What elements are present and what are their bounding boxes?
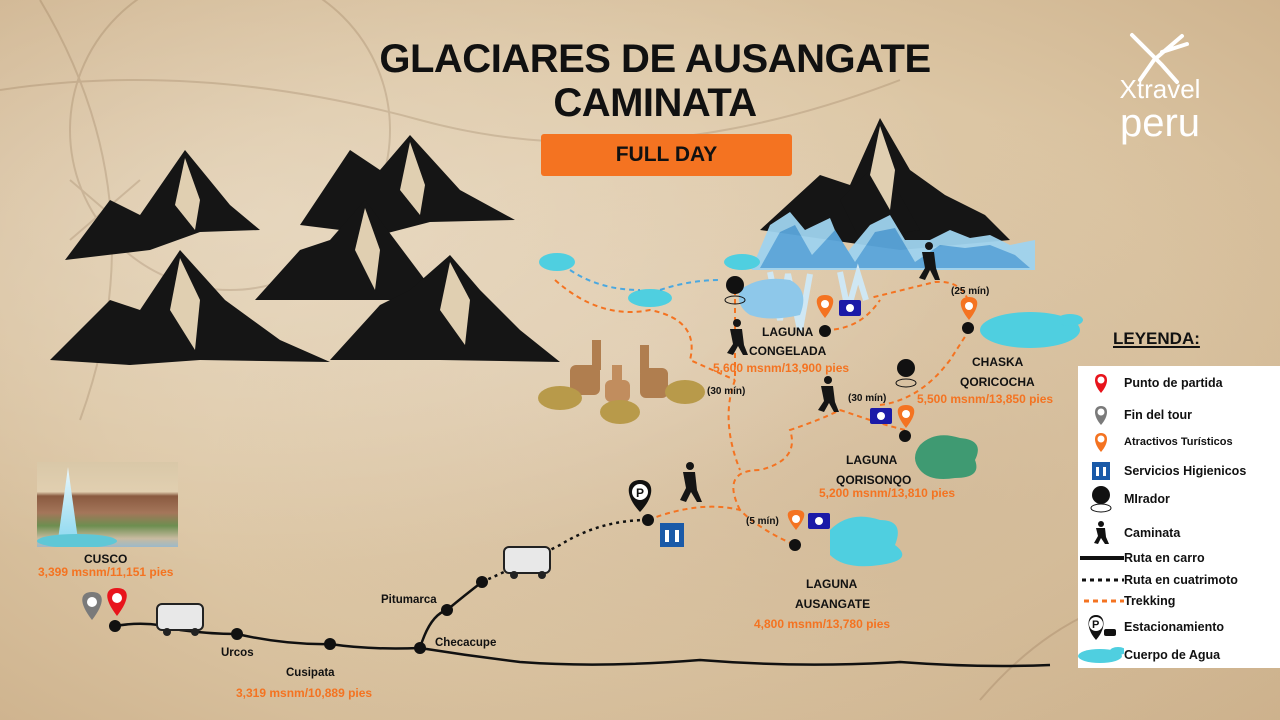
legend-item-hiking: Caminata bbox=[1078, 521, 1280, 545]
legend-item-parking: P Estacionamiento bbox=[1078, 613, 1280, 641]
hiker-icon bbox=[727, 319, 748, 355]
cusco-plaza-image bbox=[37, 462, 178, 547]
cusco-altitude: 3,399 msnm/11,151 pies bbox=[38, 565, 174, 579]
full-day-badge: FULL DAY bbox=[541, 134, 792, 176]
water-bodies bbox=[539, 253, 1083, 567]
pitumarca-label: Pitumarca bbox=[381, 594, 437, 606]
end-pin-icon bbox=[1078, 404, 1124, 426]
restroom-icon bbox=[1078, 462, 1124, 480]
attraction-pin-icon bbox=[787, 510, 805, 530]
hiker-icon bbox=[919, 242, 940, 280]
water-body-icon bbox=[1078, 646, 1124, 664]
cusco-label: CUSCO bbox=[84, 552, 128, 566]
laguna-congelada-altitude: 5,600 msnm/13,900 pies bbox=[713, 361, 850, 375]
laguna-qorisonqo-altitude: 5,200 msnm/13,810 pies bbox=[819, 486, 956, 500]
cusipata-label: Cusipata bbox=[286, 667, 335, 679]
lagoon-qorisonqo bbox=[915, 435, 978, 479]
laguna-qorisonqo-label-1: LAGUNA bbox=[846, 453, 898, 467]
laguna-ausangate-label-2: AUSANGATE bbox=[795, 597, 871, 611]
attraction-pin-icon bbox=[897, 405, 915, 428]
trekking-route bbox=[554, 279, 969, 546]
hiker-icon bbox=[1078, 521, 1124, 545]
chaska-qoricocha-label-1: CHASKA bbox=[972, 355, 1024, 369]
start-pin-icon bbox=[107, 588, 127, 616]
laguna-ausangate-altitude: 4,800 msnm/13,780 pies bbox=[754, 617, 891, 631]
van-icon bbox=[156, 603, 204, 636]
laguna-ausangate-label-1: LAGUNA bbox=[806, 577, 858, 591]
legend-item-restroom: Servicios Higienicos bbox=[1078, 460, 1280, 482]
hummingbird-icon bbox=[1130, 33, 1189, 84]
legend-item-water: Cuerpo de Agua bbox=[1078, 644, 1280, 666]
mountains-left bbox=[50, 135, 560, 365]
restroom-icon bbox=[660, 523, 684, 547]
checacupe-label: Checacupe bbox=[435, 637, 497, 649]
legend-item-viewpoint: MIrador bbox=[1078, 485, 1280, 513]
chaska-qoricocha-altitude: 5,500 msnm/13,850 pies bbox=[917, 392, 1054, 406]
laguna-ausangate-time: (5 mín) bbox=[746, 516, 779, 527]
attraction-pin-icon bbox=[960, 297, 978, 320]
logo-brand-top: Xtravel bbox=[1119, 74, 1201, 104]
viewpoint-icon bbox=[895, 359, 917, 388]
svg-text:P: P bbox=[636, 486, 644, 500]
laguna-qorisonqo-time: (30 mín) bbox=[848, 393, 887, 404]
urcos-label: Urcos bbox=[221, 647, 254, 659]
legend: Punto de partida Fin del tour Atractivos… bbox=[1078, 366, 1280, 668]
laguna-qorisonqo-label-2: QORISONQO bbox=[836, 473, 912, 487]
attraction-pin-icon bbox=[816, 295, 834, 318]
route-nodes bbox=[109, 322, 974, 654]
viewpoint-icon bbox=[724, 276, 746, 305]
laguna-congelada-label-2: CONGELADA bbox=[749, 344, 827, 358]
page-subtitle: CAMINATA bbox=[553, 81, 757, 125]
atv-route-icon bbox=[1078, 577, 1124, 583]
start-pin-icon bbox=[1078, 372, 1124, 394]
glaciers bbox=[752, 212, 1035, 331]
car-route-icon bbox=[1078, 555, 1124, 561]
legend-item-trekking: Trekking bbox=[1078, 590, 1280, 612]
svg-text:P: P bbox=[1092, 619, 1099, 631]
legend-item-car-route: Ruta en carro bbox=[1078, 547, 1280, 569]
viewpoint-icon bbox=[1078, 485, 1124, 513]
chaska-qoricocha-time: (25 mín) bbox=[951, 286, 990, 297]
hiker-icon bbox=[818, 376, 839, 412]
legend-item-atv-route: Ruta en cuatrimoto bbox=[1078, 569, 1280, 591]
laguna-congelada-time: (30 mín) bbox=[707, 386, 746, 397]
parking-icon: P bbox=[1078, 613, 1124, 641]
car-route bbox=[114, 622, 1051, 668]
attraction-pin-icon bbox=[1078, 431, 1124, 453]
legend-item-start: Punto de partida bbox=[1078, 372, 1280, 394]
trekking-route-icon bbox=[1078, 598, 1124, 604]
xtravel-logo: Xtravel peru bbox=[1100, 30, 1220, 145]
legend-item-attractions: Atractivos Turísticos bbox=[1078, 431, 1280, 453]
legend-item-end: Fin del tour bbox=[1078, 404, 1280, 426]
legend-title: LEYENDA: bbox=[1113, 329, 1200, 348]
alpacas bbox=[538, 340, 705, 424]
atv-route bbox=[481, 518, 649, 584]
laguna-congelada-label-1: LAGUNA bbox=[762, 325, 814, 339]
chaska-qoricocha-label-2: QORICOCHA bbox=[960, 375, 1035, 389]
hiker-icon bbox=[680, 462, 702, 502]
end-pin-icon bbox=[82, 592, 102, 620]
van-icon bbox=[503, 546, 551, 579]
cusipata-altitude: 3,319 msnm/10,889 pies bbox=[236, 686, 373, 700]
logo-brand-bottom: peru bbox=[1119, 101, 1201, 145]
page-title: GLACIARES DE AUSANGATE bbox=[379, 37, 931, 81]
parking-icon: P bbox=[628, 480, 652, 512]
